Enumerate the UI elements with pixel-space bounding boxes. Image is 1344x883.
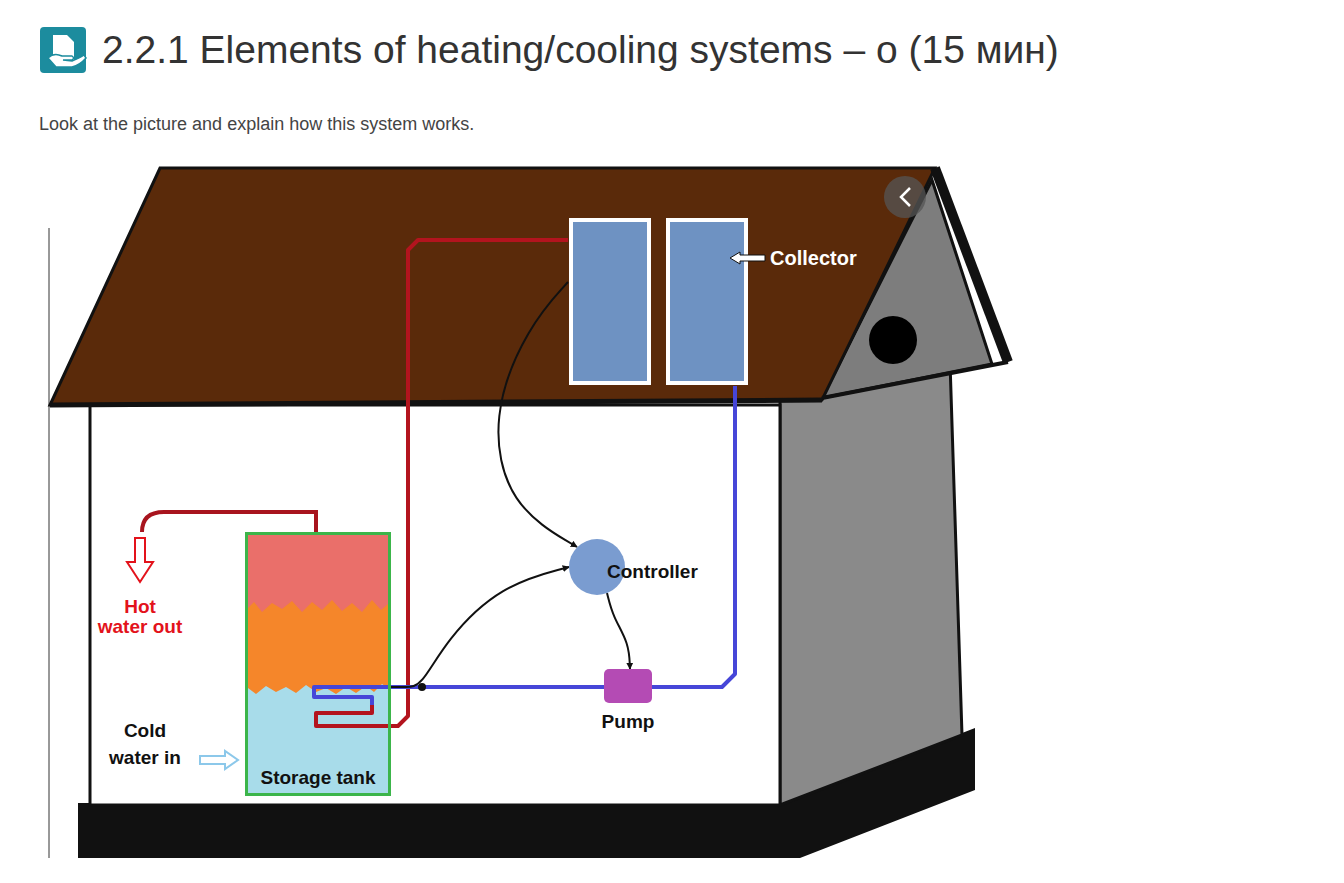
title-icon [40,27,86,73]
cold-water-layer [248,534,388,794]
house-front-wall [90,405,780,805]
coil-hot-part [316,705,389,726]
roof-edge [935,168,1008,362]
page-edge-line [49,228,50,858]
house-roof [50,168,935,405]
hot-water-arrow [127,538,153,582]
title-icon-hand [48,54,86,67]
node-label: Controller [607,561,698,583]
house-side-wall [780,362,962,805]
pump-box: Pump [604,669,652,703]
node-label: Pump [602,711,655,733]
page-title: 2.2.1 Elements of heating/cooling system… [102,27,1059,73]
collector-panel [571,220,649,383]
sensor-junction [418,683,426,691]
inlet-label: Cold water in [105,717,185,771]
gable-base [822,362,1008,398]
collector-panel [668,220,746,383]
sensor-wire [498,282,577,547]
solar-collector: Collector [568,216,750,386]
coil-cold-part [314,687,389,705]
node-label: Collector [770,247,857,269]
carousel-chevron [901,188,910,206]
warm-water-layer [248,534,388,694]
hot-water-layer [248,534,388,612]
hot-water-pipe [142,512,316,533]
storage-tank: Storage tank [245,532,391,796]
gable-window [869,316,917,364]
sensor-wire [391,567,569,687]
carousel-button [884,176,926,218]
leader-arrow [730,252,765,264]
outlet-label: Hot water out [97,597,183,637]
control-wire [607,593,630,669]
roof-eave [50,400,822,405]
controller-circle: Controller [569,539,625,595]
cold-water-arrow [200,751,238,769]
instruction-text: Look at the picture and explain how this… [39,112,839,136]
cold-pipe [652,386,735,687]
node-label: Storage tank [260,767,375,789]
